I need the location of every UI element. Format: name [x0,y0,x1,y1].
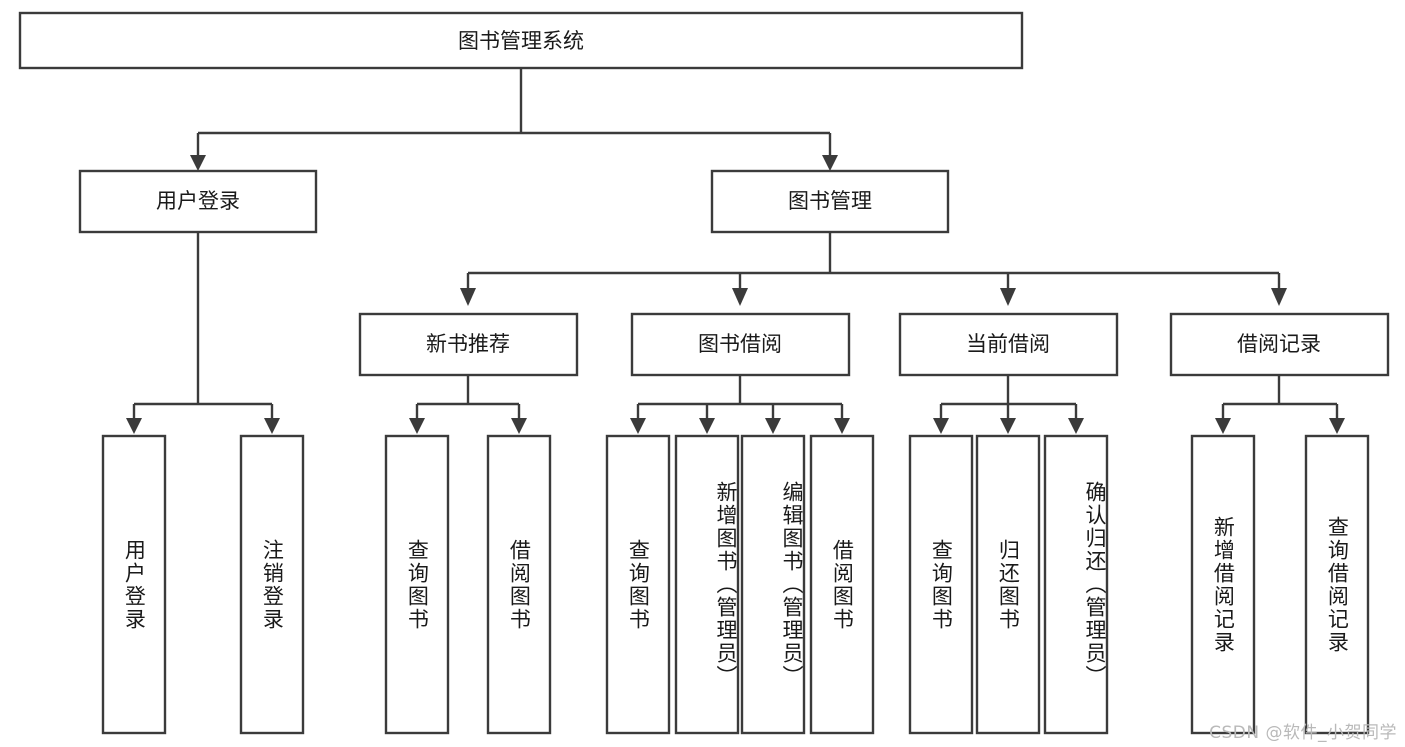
node-book-management[interactable]: 图书管理 [710,169,950,234]
leaf-box-current-borrow-2[interactable] [1043,434,1109,735]
node-current-borrow[interactable]: 当前借阅 [898,312,1119,377]
connector-user-login-to-leaves [126,232,280,434]
leaf-box-borrow-record-1[interactable] [1304,434,1370,735]
connector-borrow-record-to-leaves [1215,375,1345,434]
connector-book-management-to-level3 [460,232,1287,306]
leaf-box-current-borrow-0[interactable] [908,434,974,735]
node-current-borrow-label: 当前借阅 [966,332,1050,356]
node-user-login[interactable]: 用户登录 [78,169,318,234]
node-root[interactable]: 图书管理系统 [18,11,1024,70]
csdn-watermark: CSDN @软件_小贺同学 [1209,723,1397,743]
leaf-box-user-login-1[interactable] [239,434,305,735]
node-user-login-box[interactable] [78,169,318,234]
leaf-box-new-book-1[interactable] [486,434,552,735]
node-borrow-record[interactable]: 借阅记录 [1169,312,1390,377]
node-borrow-record-label: 借阅记录 [1237,332,1321,356]
node-new-book-recommend[interactable]: 新书推荐 [358,312,579,377]
node-book-borrow-label: 图书借阅 [698,332,782,356]
node-user-login-label: 用户登录 [156,189,240,213]
leaf-box-book-borrow-3[interactable] [809,434,875,735]
node-book-borrow[interactable]: 图书借阅 [630,312,851,377]
node-new-book-recommend-box[interactable] [358,312,579,377]
leaf-box-book-borrow-0[interactable] [605,434,671,735]
leaf-box-book-borrow-2[interactable] [740,434,806,735]
node-book-management-label: 图书管理 [788,189,872,213]
leaf-box-book-borrow-1[interactable] [674,434,740,735]
connector-current-borrow-to-leaves [933,375,1084,434]
leaf-box-new-book-0[interactable] [384,434,450,735]
node-root-box[interactable] [18,11,1024,70]
node-root-label: 图书管理系统 [458,29,584,53]
connector-new-book-recommend-to-leaves [409,375,527,434]
connector-root-to-level2 [190,68,838,171]
node-new-book-recommend-label: 新书推荐 [426,332,510,356]
leaf-box-borrow-record-0[interactable] [1190,434,1256,735]
connector-book-borrow-to-leaves [630,375,850,434]
leaf-box-user-login-0[interactable] [101,434,167,735]
leaf-box-current-borrow-1[interactable] [975,434,1041,735]
node-current-borrow-box[interactable] [898,312,1119,377]
